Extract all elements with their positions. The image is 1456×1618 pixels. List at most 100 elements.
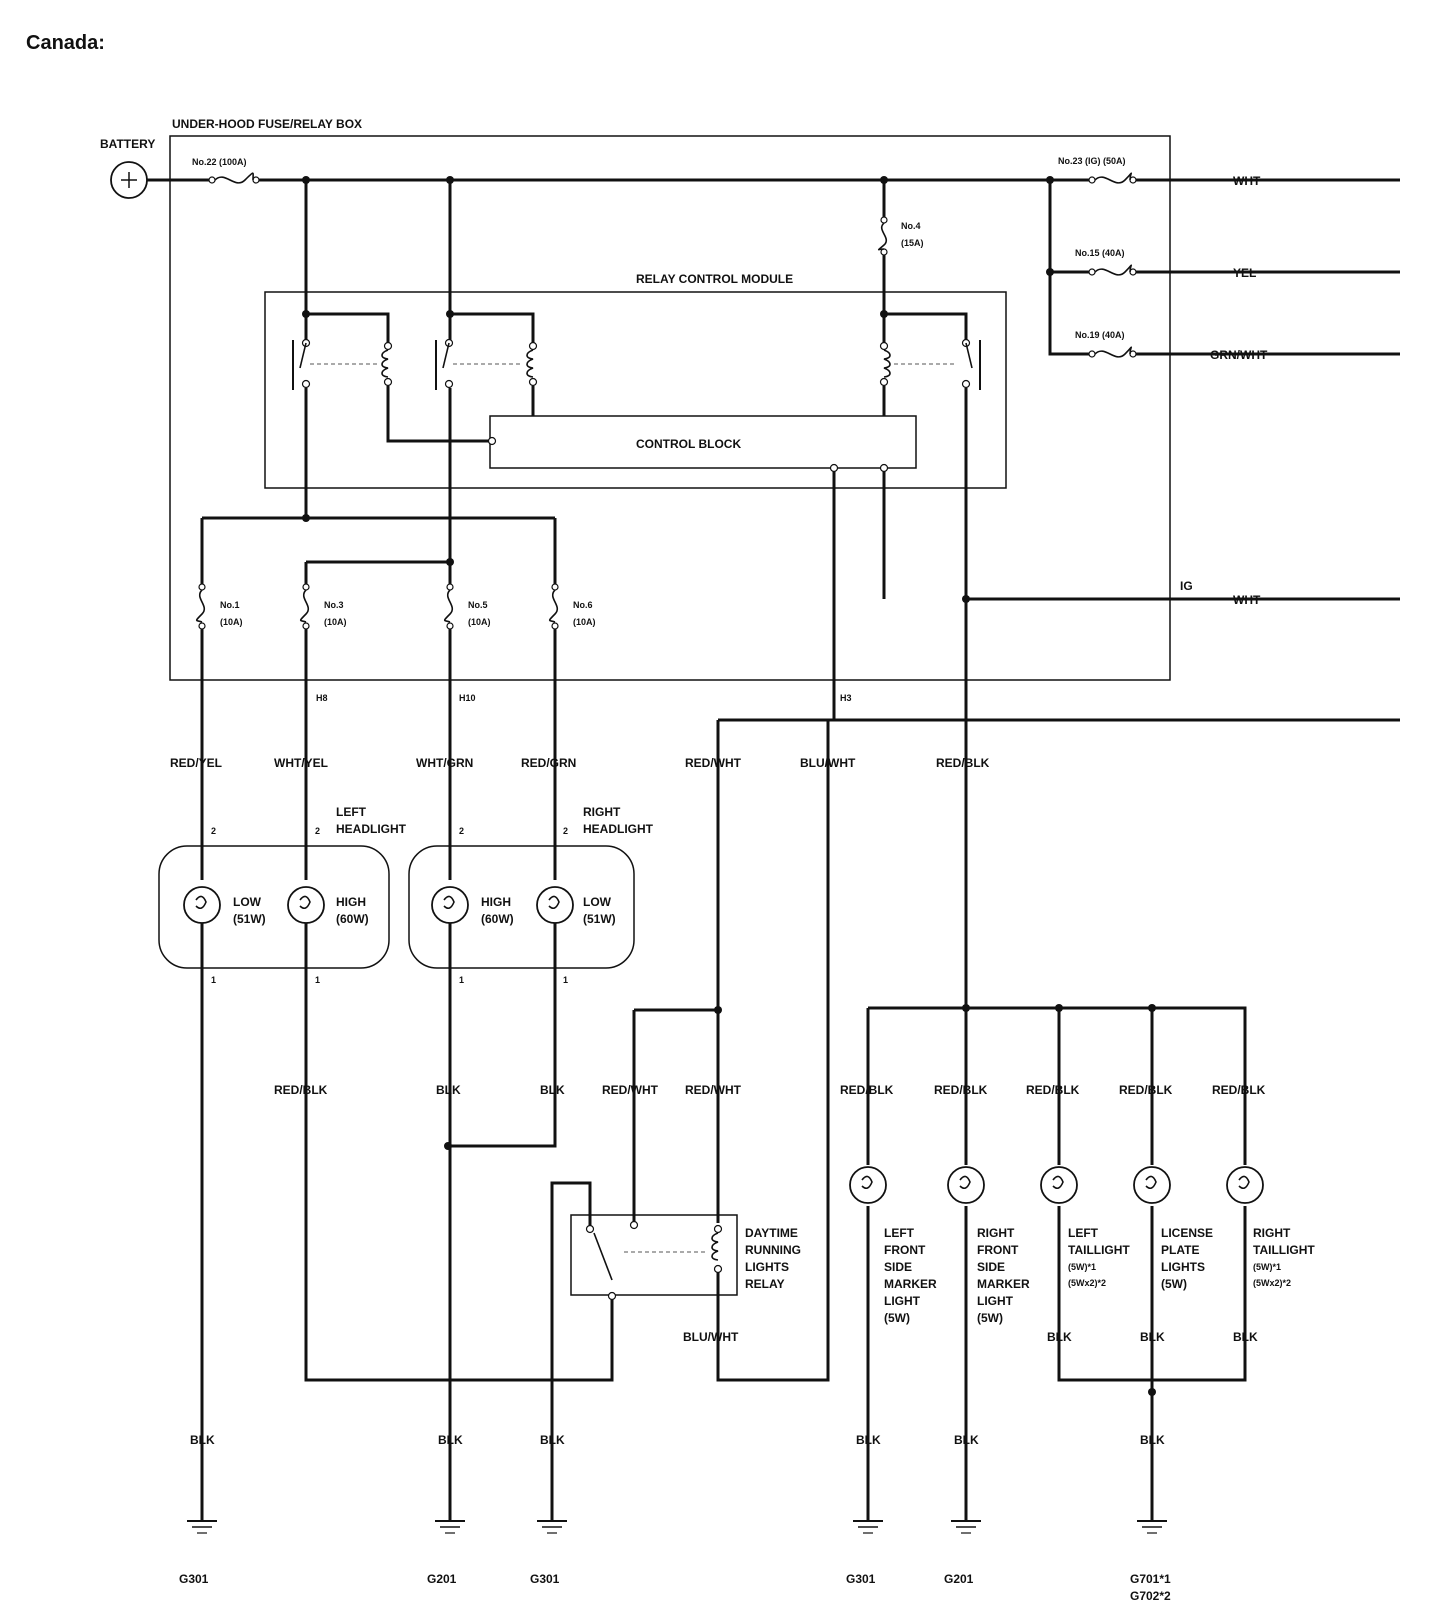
- right-marker-label-2: FRONT: [977, 1243, 1019, 1257]
- fuse-1-number: No.1: [220, 600, 240, 610]
- left-headlight-label-1: LEFT: [336, 805, 367, 819]
- fuse-4-number: No.4: [901, 221, 921, 231]
- ground-label-g702: G702*2: [1130, 1589, 1171, 1603]
- wire-red-blk-7: RED/BLK: [1212, 1083, 1266, 1097]
- wire-red-wht-1: RED/WHT: [685, 756, 742, 770]
- wire-wht-ig: WHT: [1233, 593, 1261, 607]
- fuse-23-label: No.23 (IG) (50A): [1058, 156, 1126, 166]
- high-beam-right-icon: [431, 886, 469, 924]
- left-marker-label-4: MARKER: [884, 1277, 937, 1291]
- fuse-15-icon: [1088, 264, 1137, 276]
- wire-red-grn: RED/GRN: [521, 756, 576, 770]
- left-low-watt: (51W): [233, 912, 266, 926]
- diagram-title: Canada:: [26, 32, 105, 54]
- under-hood-fuse-relay-box: UNDER-HOOD FUSE/RELAY BOX: [169, 117, 1171, 681]
- relay-1-icon: [292, 338, 393, 390]
- right-marker-label-1: RIGHT: [977, 1226, 1015, 1240]
- right-marker-label-6: (5W): [977, 1311, 1003, 1325]
- license-plate-label-4: (5W): [1161, 1277, 1187, 1291]
- ground-icon: [853, 1520, 883, 1534]
- drl-relay-switch-icon: [585, 1220, 723, 1301]
- right-taillight-label-1: RIGHT: [1253, 1226, 1291, 1240]
- right-marker-label-3: SIDE: [977, 1260, 1005, 1274]
- wire-yel: YEL: [1233, 266, 1256, 280]
- branch-15-19-wire: [1048, 180, 1400, 356]
- fuse-4-rating: (15A): [901, 238, 924, 248]
- relay-2-icon: [435, 338, 538, 390]
- fuse-3-rating: (10A): [324, 617, 347, 627]
- fuse-22-label: No.22 (100A): [192, 157, 247, 167]
- ground-label-g301-1: G301: [179, 1572, 209, 1586]
- left-marker-label-2: FRONT: [884, 1243, 926, 1257]
- wire-red-wht-2: RED/WHT: [602, 1083, 659, 1097]
- fuse-15-label: No.15 (40A): [1075, 248, 1125, 258]
- wire-wht-yel: WHT/YEL: [274, 756, 328, 770]
- fuse-19-label: No.19 (40A): [1075, 330, 1125, 340]
- wire-blk-1: BLK: [436, 1083, 461, 1097]
- left-taillight-label-4: (5Wx2)*2: [1068, 1278, 1106, 1288]
- ground-icon: [435, 1520, 465, 1534]
- pin-1-c: 1: [459, 975, 464, 985]
- wire-blk-7: BLK: [438, 1433, 463, 1447]
- wire-blk-11: BLK: [1140, 1433, 1165, 1447]
- fuse-6-icon: [548, 583, 559, 630]
- ground-icon: [187, 1520, 217, 1534]
- left-taillight-label-2: TAILLIGHT: [1068, 1243, 1130, 1257]
- ground-label-g301-3: G301: [846, 1572, 876, 1586]
- junction-dots: [302, 176, 1156, 1396]
- wire-red-blk-3: RED/BLK: [840, 1083, 894, 1097]
- pin-2-d: 2: [563, 826, 568, 836]
- ground-label-g201-1: G201: [427, 1572, 457, 1586]
- left-headlight-label-2: HEADLIGHT: [336, 822, 407, 836]
- license-plate-label-1: LICENSE: [1161, 1226, 1213, 1240]
- left-taillight-icon: [1040, 1166, 1078, 1204]
- right-marker-label-5: LIGHT: [977, 1294, 1014, 1308]
- wire-red-blk-5: RED/BLK: [1026, 1083, 1080, 1097]
- wire-blk-8: BLK: [540, 1433, 565, 1447]
- right-taillight-label-4: (5Wx2)*2: [1253, 1278, 1291, 1288]
- relay-3-icon: [879, 338, 981, 390]
- fuse-5-number: No.5: [468, 600, 488, 610]
- wire-blk-5: BLK: [1233, 1330, 1258, 1344]
- fuse-distribution-wire: [200, 516, 557, 700]
- relay-wiring: [304, 180, 1400, 601]
- left-front-marker-light-icon: [849, 1166, 887, 1204]
- left-low-label: LOW: [233, 895, 262, 909]
- fuse-1-rating: (10A): [220, 617, 243, 627]
- lower-wiring: [200, 720, 1247, 1520]
- fuse-19-icon: [1088, 346, 1137, 358]
- right-low-watt: (51W): [583, 912, 616, 926]
- high-beam-left-icon: [287, 886, 325, 924]
- right-high-label: HIGH: [481, 895, 511, 909]
- left-taillight-label-1: LEFT: [1068, 1226, 1099, 1240]
- connector-h3: H3: [840, 693, 852, 703]
- drl-relay-box: [570, 1214, 738, 1296]
- pin-1-d: 1: [563, 975, 568, 985]
- wire-wht-top: WHT: [1233, 174, 1261, 188]
- ground-icon: [1137, 1520, 1167, 1534]
- fuse-4-icon: [877, 216, 888, 256]
- left-taillight-label-3: (5W)*1: [1068, 1262, 1096, 1272]
- wire-wht-grn: WHT/GRN: [416, 756, 473, 770]
- right-front-marker-light-icon: [947, 1166, 985, 1204]
- license-plate-label-3: LIGHTS: [1161, 1260, 1205, 1274]
- left-marker-label-1: LEFT: [884, 1226, 915, 1240]
- wire-blk-10: BLK: [954, 1433, 979, 1447]
- right-headlight-group: [408, 845, 635, 969]
- fuse-1-icon: [195, 583, 206, 630]
- fuse-3-icon: [299, 583, 310, 630]
- right-taillight-label-3: (5W)*1: [1253, 1262, 1281, 1272]
- license-plate-label-2: PLATE: [1161, 1243, 1199, 1257]
- fuse-6-number: No.6: [573, 600, 593, 610]
- low-beam-right-icon: [536, 886, 574, 924]
- right-low-label: LOW: [583, 895, 612, 909]
- control-block-label: CONTROL BLOCK: [636, 437, 741, 451]
- wire-red-blk-4: RED/BLK: [934, 1083, 988, 1097]
- right-marker-label-4: MARKER: [977, 1277, 1030, 1291]
- ground-icon: [951, 1520, 981, 1534]
- drl-relay-label-2: RUNNING: [745, 1243, 801, 1257]
- right-taillight-label-2: TAILLIGHT: [1253, 1243, 1315, 1257]
- wire-red-blk-6: RED/BLK: [1119, 1083, 1173, 1097]
- wire-red-blk-2: RED/BLK: [274, 1083, 328, 1097]
